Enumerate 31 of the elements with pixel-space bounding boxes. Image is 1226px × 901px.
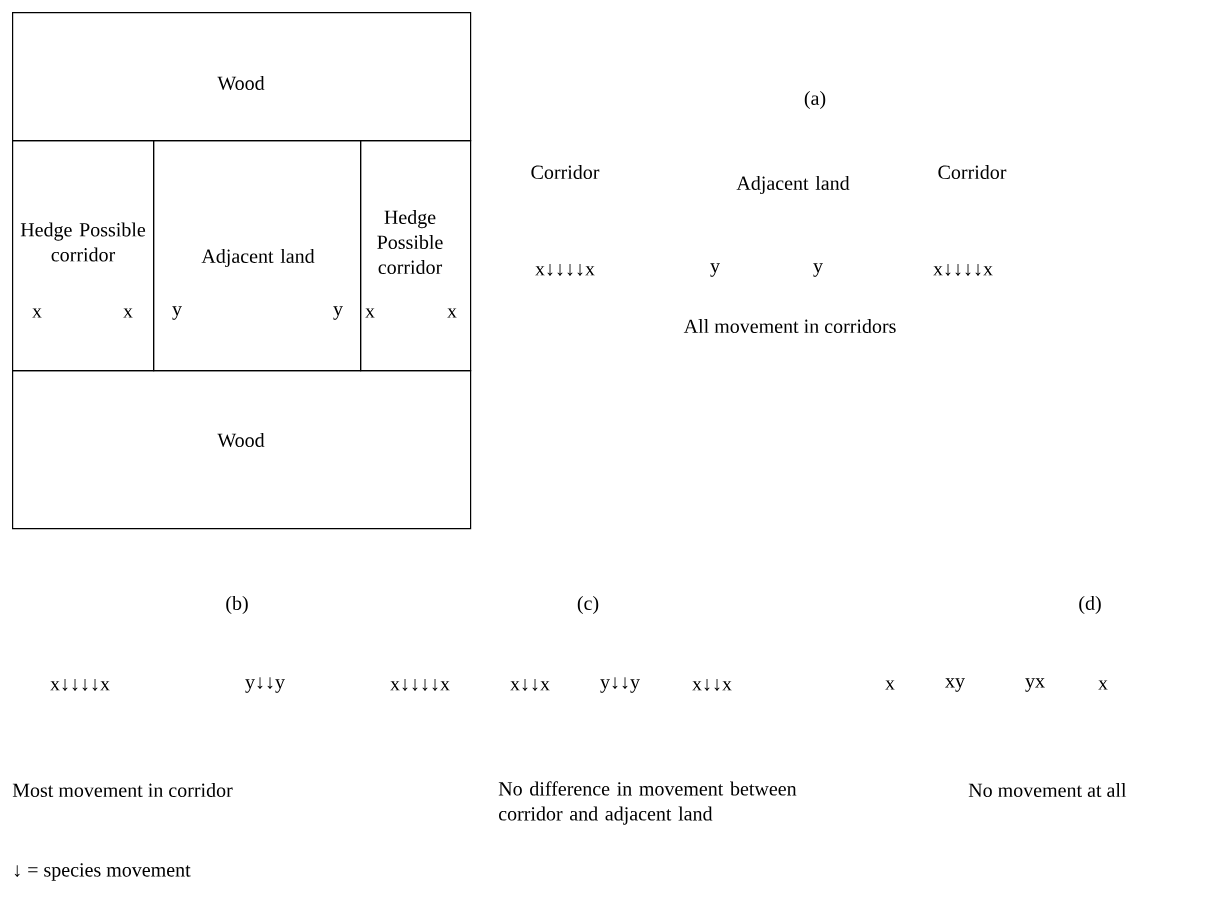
- caption-text: No difference in movement between corridor and adjacent land: [498, 781, 797, 825]
- movement-pattern: x↓↓x: [510, 679, 550, 691]
- movement-pattern: y↓↓y: [600, 677, 640, 693]
- land-box: Adjacent land y y: [153, 140, 362, 372]
- movement-pattern: y: [710, 263, 720, 277]
- movement-pattern: x↓↓x: [692, 679, 732, 691]
- panel-label: (d): [1079, 595, 1101, 615]
- hedge-box: Hedge Possible corridor x x: [12, 140, 155, 372]
- movement-pattern: x↓↓↓↓x: [933, 264, 993, 276]
- panel-label: (a): [804, 90, 826, 110]
- movement-pattern: x↓↓↓↓x: [390, 679, 450, 691]
- caption-text: Most movement in corridor: [12, 782, 233, 797]
- hedge-box: Hedge Possible corridor x x: [360, 140, 472, 372]
- wood-band: Wood: [12, 370, 472, 530]
- column-heading: Corridor: [938, 164, 1007, 180]
- panel-label: (c): [577, 595, 599, 615]
- movement-pattern: x: [885, 680, 895, 690]
- movement-pattern: yx: [1025, 678, 1045, 692]
- column-heading: Corridor: [531, 164, 600, 180]
- caption-text: All movement in corridors: [683, 318, 896, 334]
- column-heading: Adjacent land: [736, 175, 850, 195]
- wood-band: Wood: [12, 12, 472, 142]
- movement-pattern: y↓↓y: [245, 677, 285, 693]
- movement-pattern: y: [813, 263, 823, 277]
- movement-pattern: x: [1098, 680, 1108, 690]
- movement-pattern: xy: [945, 678, 965, 692]
- movement-pattern: x↓↓↓↓x: [50, 679, 110, 691]
- key-note: ↓ = species movement: [14, 863, 191, 881]
- movement-pattern: x↓↓↓↓x: [535, 264, 595, 276]
- panel-label: (b): [226, 595, 248, 615]
- caption-text: No movement at all: [968, 782, 1127, 797]
